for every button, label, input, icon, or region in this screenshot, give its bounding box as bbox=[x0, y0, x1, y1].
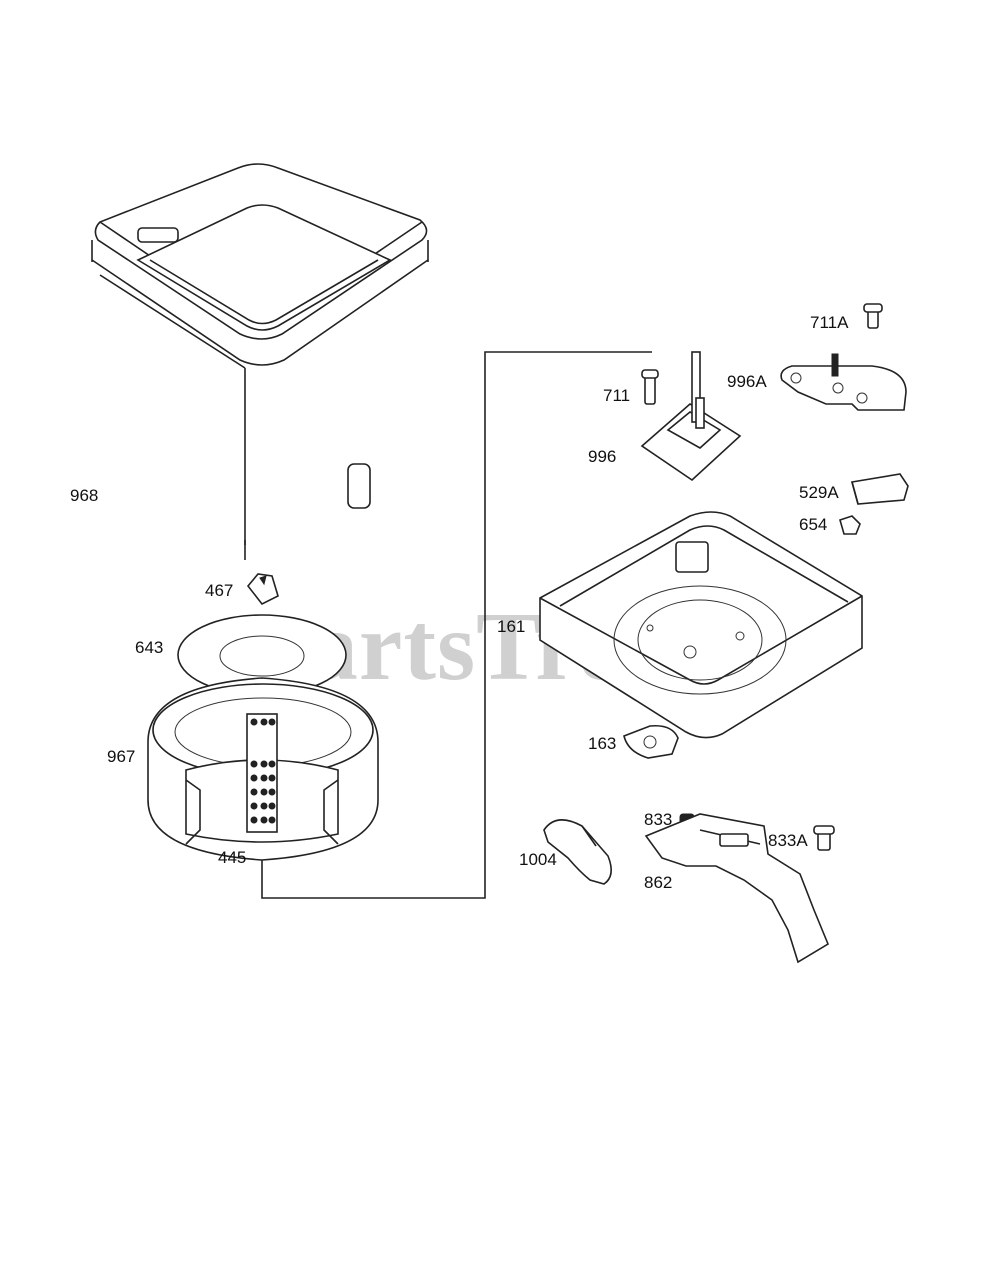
label-643: 643 bbox=[135, 638, 164, 657]
part-833a-screw bbox=[813, 825, 835, 851]
part-445-element bbox=[246, 713, 278, 833]
part-711a-screw bbox=[863, 303, 883, 329]
part-161-base bbox=[539, 511, 863, 739]
label-1004: 1004 bbox=[519, 850, 557, 869]
part-968-cover bbox=[91, 163, 429, 560]
part-654-nut bbox=[839, 515, 861, 535]
part-711-screw bbox=[641, 369, 659, 405]
part-862-lever bbox=[644, 813, 830, 964]
label-445: 445 bbox=[218, 848, 247, 867]
label-967: 967 bbox=[107, 747, 136, 766]
label-654: 654 bbox=[799, 515, 828, 534]
part-163-gasket bbox=[623, 724, 679, 759]
label-467: 467 bbox=[205, 581, 234, 600]
part-467-clip bbox=[246, 573, 279, 606]
label-711a: 711A bbox=[810, 313, 849, 332]
part-996-pump bbox=[640, 351, 742, 482]
label-833a: 833A bbox=[768, 831, 808, 850]
label-529a: 529A bbox=[799, 483, 839, 502]
label-833: 833 bbox=[644, 810, 673, 829]
label-968: 968 bbox=[70, 486, 99, 505]
label-862: 862 bbox=[644, 873, 673, 892]
label-163: 163 bbox=[588, 734, 617, 753]
part-529a-clip bbox=[850, 473, 909, 505]
label-996a: 996A bbox=[727, 372, 767, 391]
part-1004-bracket bbox=[543, 819, 612, 885]
label-996: 996 bbox=[588, 447, 617, 466]
label-711: 711 bbox=[603, 386, 631, 405]
connector-bracket bbox=[261, 351, 652, 899]
part-996a-cover bbox=[780, 353, 907, 411]
label-161: 161 bbox=[497, 617, 526, 636]
